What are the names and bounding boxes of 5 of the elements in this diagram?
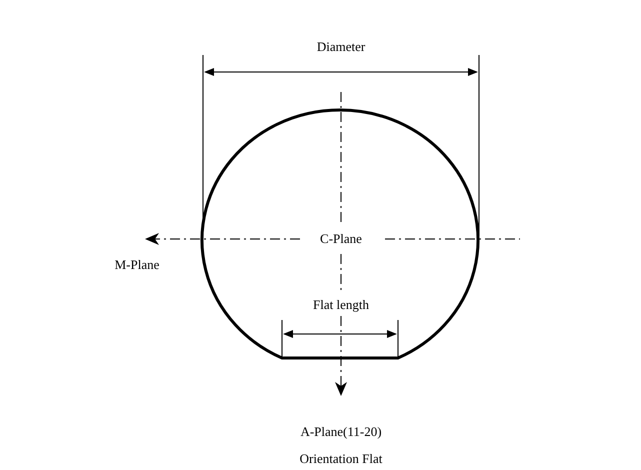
plane-label: A-Plane(11-20) xyxy=(300,424,382,440)
plane-label: M-Plane xyxy=(114,257,160,273)
dimension-label: Flat length xyxy=(311,297,371,313)
flat-label: Orientation Flat xyxy=(300,451,382,467)
dimension-label: Diameter xyxy=(316,39,366,55)
